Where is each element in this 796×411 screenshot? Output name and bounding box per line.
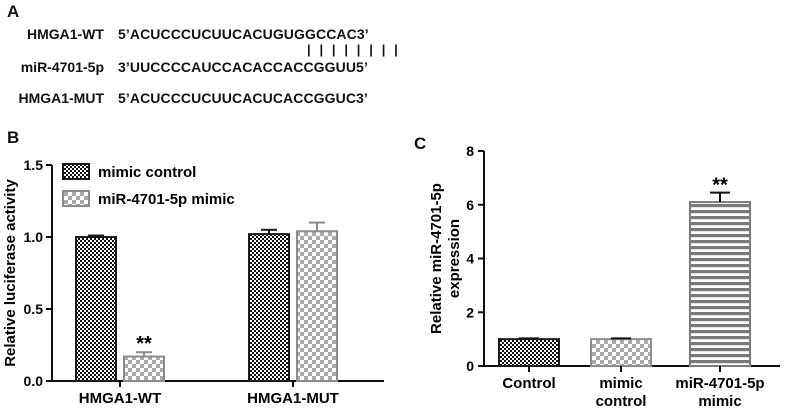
seq-label-mut: HMGA1-MUT <box>18 90 104 106</box>
c-y-tick-label: 4 <box>466 251 474 267</box>
b-y-tick-label: 1.5 <box>24 157 44 173</box>
c-y-tick-label: 0 <box>466 358 474 374</box>
seq-wt: 5’ACUCCCUCUUCACUGUGGCCAC3’ <box>118 26 369 42</box>
b-x-tick-label: HMGA1-MUT <box>247 390 339 407</box>
b-bar <box>123 355 165 382</box>
c-y-tick-label: 8 <box>466 143 474 159</box>
c-x-tick-label-line: mimic <box>698 393 741 410</box>
c-x-tick-label-line: Control <box>502 375 555 392</box>
b-bar <box>248 233 290 382</box>
b-y-tick-label: 0.5 <box>24 301 44 317</box>
c-y-tick-label: 2 <box>466 304 474 320</box>
b-x-tick-label: HMGA1-WT <box>79 390 162 407</box>
b-significance-label: ** <box>136 333 152 355</box>
pairing-marks: | | | | | | | | <box>307 42 401 57</box>
b-bar <box>296 230 338 382</box>
b-legend-label: mimic control <box>98 164 196 181</box>
c-significance-label: ** <box>712 175 728 197</box>
c-y-axis-label-line: Relative miR-4701-5p <box>428 183 445 334</box>
c-bar <box>590 338 652 367</box>
c-y-axis-label-line: expression <box>446 219 463 298</box>
b-y-axis-label: Relative luciferase activity <box>2 179 19 367</box>
panel-c-letter: C <box>414 134 427 153</box>
panel-a-letter: A <box>7 2 20 21</box>
b-legend-swatch <box>62 190 90 207</box>
seq-label-wt: HMGA1-WT <box>27 26 104 42</box>
b-legend-label: miR-4701-5p mimic <box>98 191 235 208</box>
b-bar <box>75 236 117 382</box>
c-bar <box>689 201 751 367</box>
c-y-tick-label: 6 <box>466 197 474 213</box>
c-x-tick-label-line: miR-4701-5p <box>675 375 764 392</box>
b-y-tick-label: 0.0 <box>24 373 44 389</box>
b-legend-swatch <box>62 163 90 180</box>
c-x-tick-label: Control <box>502 375 555 392</box>
c-x-tick-label-line: mimic <box>599 375 642 392</box>
panel-b-letter: B <box>7 128 20 147</box>
c-bar <box>498 338 560 367</box>
b-y-tick-label: 1.0 <box>24 229 44 245</box>
c-y-axis-label: Relative miR-4701-5pexpression <box>428 183 463 334</box>
seq-mut: 5’ACUCCCUCUUCACUCACCGGUC3’ <box>118 90 368 106</box>
c-x-tick-label-line: control <box>596 393 647 410</box>
seq-label-mirna: miR-4701-5p <box>20 59 104 75</box>
seq-mirna: 3’UUCCCCAUCCACACCACCGGUU5’ <box>118 59 368 75</box>
